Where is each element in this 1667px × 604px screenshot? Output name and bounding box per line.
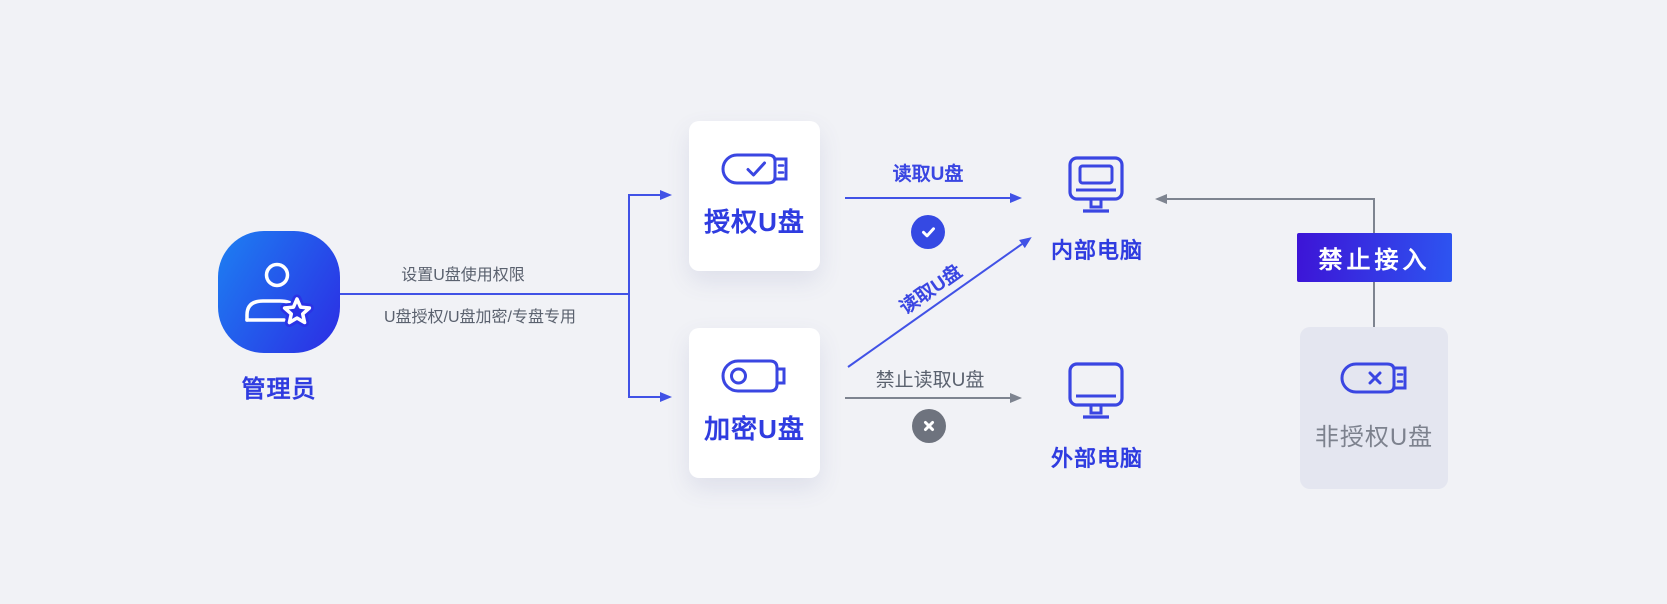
encrypted-usb-card: 加密U盘 bbox=[689, 328, 820, 478]
edge-authorized-to-internal-label: 读取U盘 bbox=[892, 164, 964, 185]
authorized-usb-card: 授权U盘 bbox=[689, 121, 820, 271]
branch-arrow-to-authorized bbox=[628, 194, 660, 196]
unauthorized-usb-label: 非授权U盘 bbox=[1314, 424, 1434, 451]
admin-edge-top-label: 设置U盘使用权限 bbox=[401, 267, 525, 284]
edge-encrypted-to-external-line bbox=[845, 397, 1010, 399]
internal-pc-label: 内部电脑 bbox=[1050, 238, 1143, 263]
forbidden-access-banner: 禁止接入 bbox=[1297, 233, 1452, 282]
authorized-usb-label: 授权U盘 bbox=[704, 207, 805, 237]
monitor-icon bbox=[1068, 156, 1124, 213]
edge-encrypted-to-internal-line bbox=[847, 243, 1023, 368]
edge-authorized-to-internal-line bbox=[845, 197, 1010, 199]
usb-check-icon bbox=[721, 153, 787, 185]
usb-key-icon bbox=[721, 359, 785, 393]
admin-label: 管理员 bbox=[241, 376, 317, 403]
monitor-icon bbox=[1068, 362, 1124, 419]
unauthorized-usb-card: 非授权U盘 bbox=[1300, 327, 1448, 489]
encrypted-usb-label: 加密U盘 bbox=[704, 414, 805, 444]
edge-unauthorized-to-internal-line bbox=[1167, 198, 1375, 200]
edge-encrypted-to-external-label: 禁止读取U盘 bbox=[875, 370, 985, 391]
admin-user-star-icon bbox=[245, 262, 314, 327]
check-circle-icon bbox=[911, 215, 945, 249]
x-circle-icon bbox=[912, 409, 946, 443]
admin-edge-bottom-label: U盘授权/U盘加密/专盘专用 bbox=[383, 309, 576, 326]
admin-edge-line bbox=[340, 293, 629, 295]
external-pc-label: 外部电脑 bbox=[1050, 446, 1143, 471]
branch-vertical-line bbox=[628, 194, 630, 398]
usb-x-icon bbox=[1340, 362, 1407, 394]
branch-arrow-to-encrypted bbox=[628, 396, 660, 398]
admin-avatar bbox=[218, 231, 340, 353]
